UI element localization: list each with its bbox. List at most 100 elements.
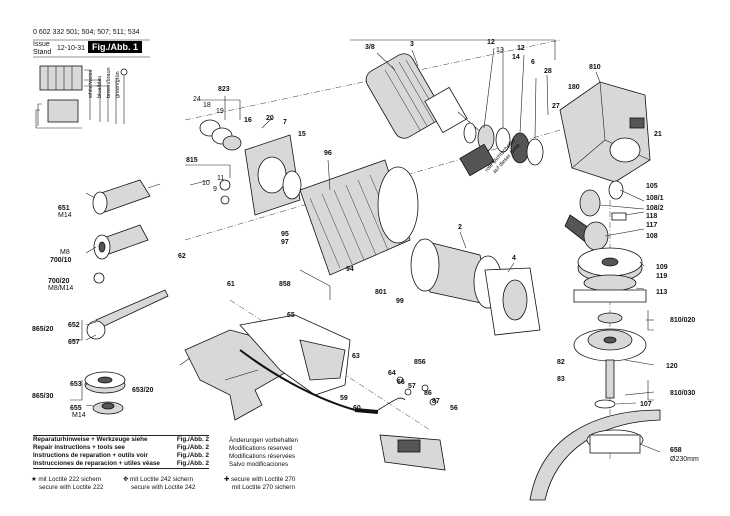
callout-m14a: M14 bbox=[58, 212, 72, 219]
callout-700-20: 700/20 bbox=[48, 278, 70, 285]
callout-64: 64 bbox=[388, 370, 396, 377]
pinion-gear bbox=[564, 180, 627, 251]
callout-63: 63 bbox=[352, 353, 360, 360]
callout-655: 655 bbox=[70, 405, 82, 412]
callout-651: 651 bbox=[58, 205, 70, 212]
callout-856: 856 bbox=[414, 359, 426, 366]
terminal-block bbox=[47, 99, 79, 123]
callout-657: 657 bbox=[68, 339, 80, 346]
callout-7: 7 bbox=[283, 119, 287, 126]
callout-61: 61 bbox=[227, 281, 235, 288]
callout-119: 119 bbox=[656, 273, 667, 280]
loctite-line: secure with Loctite 242 bbox=[131, 484, 196, 491]
callout-99: 99 bbox=[396, 298, 404, 305]
repair-note: Instrucciones de reparacion + utiles véa… bbox=[33, 460, 160, 467]
wheel-guard bbox=[529, 409, 661, 501]
modification-note: Salvo modificaciones bbox=[229, 461, 289, 468]
callout-107: 107 bbox=[640, 401, 652, 408]
callout-96: 96 bbox=[324, 150, 332, 157]
spindle-gear-stack bbox=[573, 247, 647, 409]
modification-note: Modifications réservées bbox=[229, 453, 296, 460]
callout-105: 105 bbox=[646, 183, 658, 190]
wire-label: green/grün bbox=[115, 71, 121, 98]
callout-m8: M8 bbox=[60, 249, 70, 256]
callout-14: 14 bbox=[512, 54, 520, 61]
callout-65: 65 bbox=[287, 312, 295, 319]
motor-housing bbox=[299, 159, 419, 276]
callout-62: 62 bbox=[178, 253, 186, 260]
callout-700-10: 700/10 bbox=[50, 257, 72, 264]
repair-note-ref: Fig./Abb. 2 bbox=[176, 452, 209, 459]
callout-16: 16 bbox=[244, 117, 252, 124]
callout-653: 653 bbox=[70, 381, 82, 388]
callout-858: 858 bbox=[279, 281, 291, 288]
callout-658: 658 bbox=[670, 447, 682, 454]
callout-4: 4 bbox=[512, 255, 516, 262]
group-brackets bbox=[70, 39, 654, 401]
callout-13: 13 bbox=[496, 47, 504, 54]
cross-icon: ✚ bbox=[224, 476, 230, 483]
loctite-line: mit Loctite 242 sichern bbox=[130, 476, 194, 483]
callout-815: 815 bbox=[186, 157, 198, 164]
callout-66: 66 bbox=[397, 379, 405, 386]
callout-19: 19 bbox=[216, 108, 224, 115]
loctite-line: mit Loctite 222 sichern bbox=[38, 476, 102, 483]
callout-3: 3 bbox=[410, 41, 414, 48]
modification-notes: Änderungen vorbehalten Modifications res… bbox=[229, 437, 298, 469]
cable-and-switch bbox=[239, 349, 446, 471]
repair-note-ref: Fig./Abb. 2 bbox=[176, 436, 209, 443]
callout-3-8: 3/8 bbox=[365, 44, 375, 51]
callout-95: 95 bbox=[281, 231, 289, 238]
callout-108: 108 bbox=[646, 233, 658, 240]
callout-11: 11 bbox=[217, 175, 224, 182]
brush-holder bbox=[459, 143, 495, 177]
loctite-line: secure with Loctite 270 bbox=[231, 476, 296, 483]
callout-m14b: M14 bbox=[72, 412, 86, 419]
callout-56: 56 bbox=[450, 405, 458, 412]
callout-57: 57 bbox=[408, 383, 416, 390]
bearing-set bbox=[459, 122, 544, 177]
repair-note: Reparaturhinweise + Werkzeuge siehe bbox=[33, 436, 148, 443]
callout-180: 180 bbox=[568, 84, 580, 91]
callout-810-020: 810/020 bbox=[670, 317, 695, 324]
callout-117: 117 bbox=[646, 222, 657, 229]
modification-note: Modifications reserved bbox=[229, 445, 292, 452]
callout-113: 113 bbox=[656, 289, 667, 296]
callout-109: 109 bbox=[656, 264, 668, 271]
callout-10: 10 bbox=[202, 180, 210, 187]
repair-note: Repair instructions + tools see bbox=[33, 444, 125, 451]
switch-block bbox=[39, 65, 83, 91]
modification-note: Änderungen vorbehalten bbox=[229, 437, 298, 444]
callout-12a: 12 bbox=[487, 39, 495, 46]
callout-6: 6 bbox=[531, 59, 535, 66]
stator bbox=[410, 238, 541, 336]
loctite-270-note: ✚ secure with Loctite 270 mit Loctite 27… bbox=[224, 476, 295, 492]
callout-97: 97 bbox=[281, 239, 289, 246]
callout-2: 2 bbox=[458, 224, 462, 231]
callout-108-2: 108/2 bbox=[646, 205, 664, 212]
issue-label: Issue bbox=[33, 41, 50, 48]
armature bbox=[365, 53, 491, 141]
callout-59: 59 bbox=[340, 395, 348, 402]
callout-94: 94 bbox=[346, 266, 354, 273]
loctite-242-note: ✥ mit Loctite 242 sichern secure with Lo… bbox=[123, 476, 195, 492]
callout-18: 18 bbox=[203, 102, 211, 109]
spanner-and-flanges bbox=[84, 289, 169, 415]
callout-801: 801 bbox=[375, 289, 387, 296]
repair-note-ref: Fig./Abb. 2 bbox=[176, 444, 209, 451]
callout-823: 823 bbox=[218, 86, 230, 93]
callout-20: 20 bbox=[266, 115, 274, 122]
motor-flange bbox=[189, 117, 302, 216]
callout-87: 87 bbox=[432, 398, 440, 405]
wire-label: white/weiss bbox=[88, 70, 94, 99]
callout-15: 15 bbox=[298, 131, 306, 138]
callout-82: 82 bbox=[557, 359, 565, 366]
callout-28: 28 bbox=[544, 68, 552, 75]
callout-83: 83 bbox=[557, 376, 565, 383]
auxiliary-handle bbox=[92, 179, 161, 284]
handle-housing bbox=[179, 314, 351, 421]
callout-12b: 12 bbox=[517, 45, 525, 52]
callout-9: 9 bbox=[213, 186, 217, 193]
